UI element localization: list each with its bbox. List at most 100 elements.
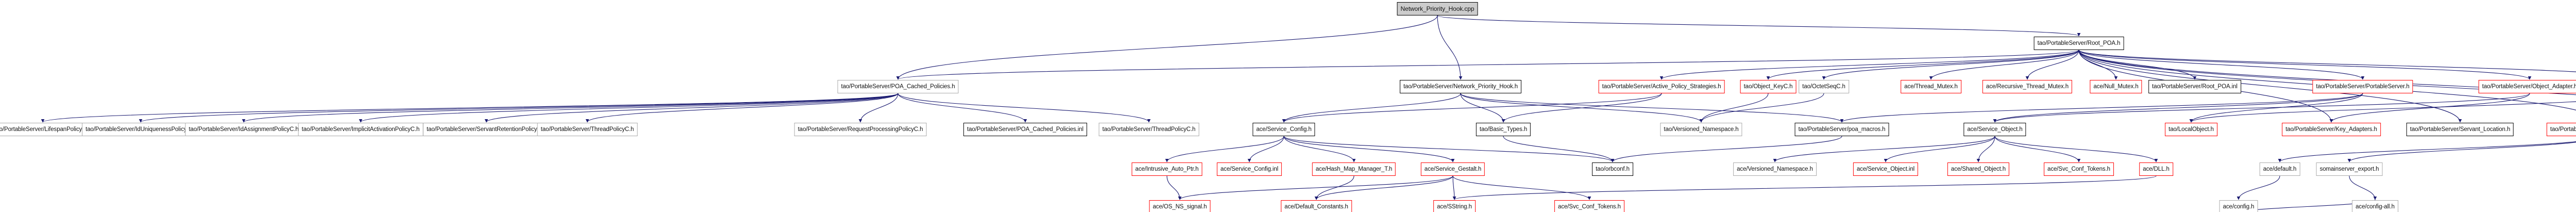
- graph-node[interactable]: ace/Recursive_Thread_Mutex.h: [1982, 80, 2073, 93]
- graph-edge: [897, 93, 1151, 123]
- graph-node[interactable]: ace/SString.h: [1433, 200, 1476, 212]
- graph-edge: [2025, 50, 2079, 80]
- graph-edge: [858, 93, 899, 123]
- graph-node[interactable]: tao/PortableServer/RequestProcessingPoli…: [794, 123, 927, 136]
- graph-edge: [484, 93, 899, 123]
- graph-node[interactable]: tao/PortableServer/poa_macros.h: [1794, 123, 1889, 136]
- graph-edge: [2189, 93, 2363, 123]
- graph-node[interactable]: ace/Svc_Conf_Tokens.h: [2044, 162, 2114, 176]
- graph-edge: [1437, 15, 1463, 80]
- graph-node[interactable]: tao/PortableServer/Object_Adapter.h: [2478, 80, 2576, 93]
- graph-edge: [1283, 136, 1356, 162]
- graph-edge: [1699, 93, 1769, 123]
- graph-node[interactable]: tao/orbconf.h: [1592, 162, 1633, 176]
- graph-edge: [2278, 141, 2576, 162]
- graph-edge: [1993, 93, 2363, 123]
- graph-node[interactable]: ace/config-all.h: [2352, 200, 2398, 212]
- graph-edge: [2078, 50, 2532, 80]
- graph-edge: [1314, 175, 1354, 200]
- graph-edge: [1611, 136, 1842, 162]
- graph-node[interactable]: ace/Service_Object.h: [1963, 123, 2026, 136]
- graph-node[interactable]: tao/PortableServer/POA_Policy_Set.h: [2546, 123, 2576, 136]
- graph-edge: [585, 93, 899, 123]
- graph-edge: [2078, 50, 2576, 72]
- graph-node[interactable]: tao/PortableServer/LifespanPolicyC.h: [0, 123, 95, 136]
- graph-node[interactable]: ace/Null_Mutex.h: [2090, 80, 2142, 93]
- graph-edge: [1699, 93, 1824, 123]
- graph-edge: [896, 15, 1438, 80]
- graph-node[interactable]: tao/Object_KeyC.h: [1740, 80, 1797, 93]
- graph-edge: [1437, 15, 2080, 37]
- graph-node[interactable]: ace/Shared_Object.h: [1947, 162, 2010, 176]
- graph-node[interactable]: ace/OS_NS_signal.h: [1149, 200, 1211, 212]
- graph-edge: [2236, 175, 2280, 200]
- graph-edge: [1994, 136, 2081, 162]
- graph-edge: [1884, 136, 1995, 162]
- graph-edge: [1659, 50, 2079, 80]
- graph-node[interactable]: tao/PortableServer/Active_Policy_Strateg…: [1598, 80, 1725, 93]
- graph-edge: [1822, 50, 2079, 80]
- graph-node[interactable]: tao/PortableServer/ImplicitActivationPol…: [298, 123, 423, 136]
- graph-edge: [2078, 50, 2462, 123]
- graph-node[interactable]: tao/PortableServer/Network_Priority_Hook…: [1399, 80, 1522, 93]
- graph-node[interactable]: tao/PortableServer/POA_Cached_Policies.i…: [963, 123, 1087, 136]
- graph-edge: [1283, 136, 1455, 162]
- graph-node[interactable]: Network_Priority_Hook.cpp: [1397, 2, 1478, 15]
- graph-edge: [1929, 50, 2079, 80]
- graph-edge: [1453, 175, 2157, 200]
- graph-node[interactable]: tao/PortableServer/ThreadPolicyC.h: [1098, 123, 1199, 136]
- graph-node[interactable]: tao/PortableServer/Key_Adapters.h: [2282, 123, 2381, 136]
- graph-node[interactable]: ace/Service_Object.inl: [1853, 162, 1919, 176]
- graph-edge: [139, 93, 899, 123]
- graph-node[interactable]: tao/Versioned_Namespace.h: [1660, 123, 1742, 136]
- graph-edge: [1247, 136, 1284, 162]
- graph-node[interactable]: tao/PortableServer/Root_POA.inl: [2148, 80, 2241, 93]
- graph-edge: [1994, 136, 2158, 162]
- graph-edge: [1460, 93, 1844, 123]
- graph-edge: [1840, 93, 2363, 123]
- graph-node[interactable]: ace/config.h: [2219, 200, 2258, 212]
- graph-node[interactable]: tao/PortableServer/ThreadPolicyC.h: [537, 123, 638, 136]
- graph-edge: [1773, 136, 1995, 162]
- graph-node[interactable]: tao/PortableServer/PortableServer.h: [2312, 80, 2413, 93]
- graph-edge: [1452, 175, 1591, 200]
- graph-node[interactable]: tao/PortableServer/ServantRetentionPolic…: [422, 123, 550, 136]
- graph-node[interactable]: ace/default.h: [2259, 162, 2300, 176]
- graph-edge: [2078, 50, 2576, 95]
- graph-edge: [1282, 93, 1662, 123]
- graph-node[interactable]: tao/PortableServer/Root_POA.h: [2033, 37, 2124, 50]
- graph-edge: [1452, 175, 1456, 200]
- graph-edge: [359, 93, 899, 123]
- graph-node[interactable]: ace/Svc_Conf_Tokens.h: [1554, 200, 1624, 212]
- graph-edge: [41, 93, 899, 123]
- graph-node[interactable]: ace/Service_Config.inl: [1216, 162, 1282, 176]
- graph-edge: [1993, 93, 2530, 123]
- graph-node[interactable]: ace/Service_Gestalt.h: [1420, 162, 1485, 176]
- graph-node[interactable]: tao/PortableServer/POA_Cached_Policies.h: [837, 80, 959, 93]
- graph-edge: [1283, 136, 1615, 162]
- graph-edge: [1165, 136, 1284, 162]
- graph-edge: [897, 93, 1027, 123]
- graph-node[interactable]: ace/Intrusive_Auto_Ptr.h: [1131, 162, 1202, 176]
- graph-node[interactable]: tao/PortableServer/IdUniquenessPolicyC.h: [82, 123, 199, 136]
- graph-node[interactable]: ace/Hash_Map_Manager_T.h: [1312, 162, 1396, 176]
- graph-edge: [1503, 136, 1615, 162]
- graph-node[interactable]: ace/Versioned_Namespace.h: [1733, 162, 1817, 176]
- graph-edge: [1501, 93, 1662, 123]
- graph-edge: [2189, 101, 2576, 123]
- graph-node[interactable]: tao/OctetSeqC.h: [1799, 80, 1849, 93]
- graph-node[interactable]: tao/Basic_Types.h: [1476, 123, 1531, 136]
- graph-node[interactable]: ace/Default_Constants.h: [1281, 200, 1352, 212]
- graph-edge: [2078, 50, 2576, 92]
- graph-node[interactable]: tao/LocalObject.h: [2165, 123, 2217, 136]
- graph-edge: [1166, 175, 1182, 200]
- graph-node[interactable]: ace/Service_Config.h: [1252, 123, 1315, 136]
- graph-node[interactable]: tao/PortableServer/IdAssignmentPolicyC.h: [185, 123, 302, 136]
- graph-node[interactable]: ace/DLL.h: [2139, 162, 2173, 176]
- graph-node[interactable]: ace/Thread_Mutex.h: [1901, 80, 1961, 93]
- graph-node[interactable]: tao/PortableServer/Servant_Location.h: [2406, 123, 2514, 136]
- graph-edge: [896, 50, 2079, 80]
- graph-node[interactable]: somainserver_export.h: [2316, 162, 2383, 176]
